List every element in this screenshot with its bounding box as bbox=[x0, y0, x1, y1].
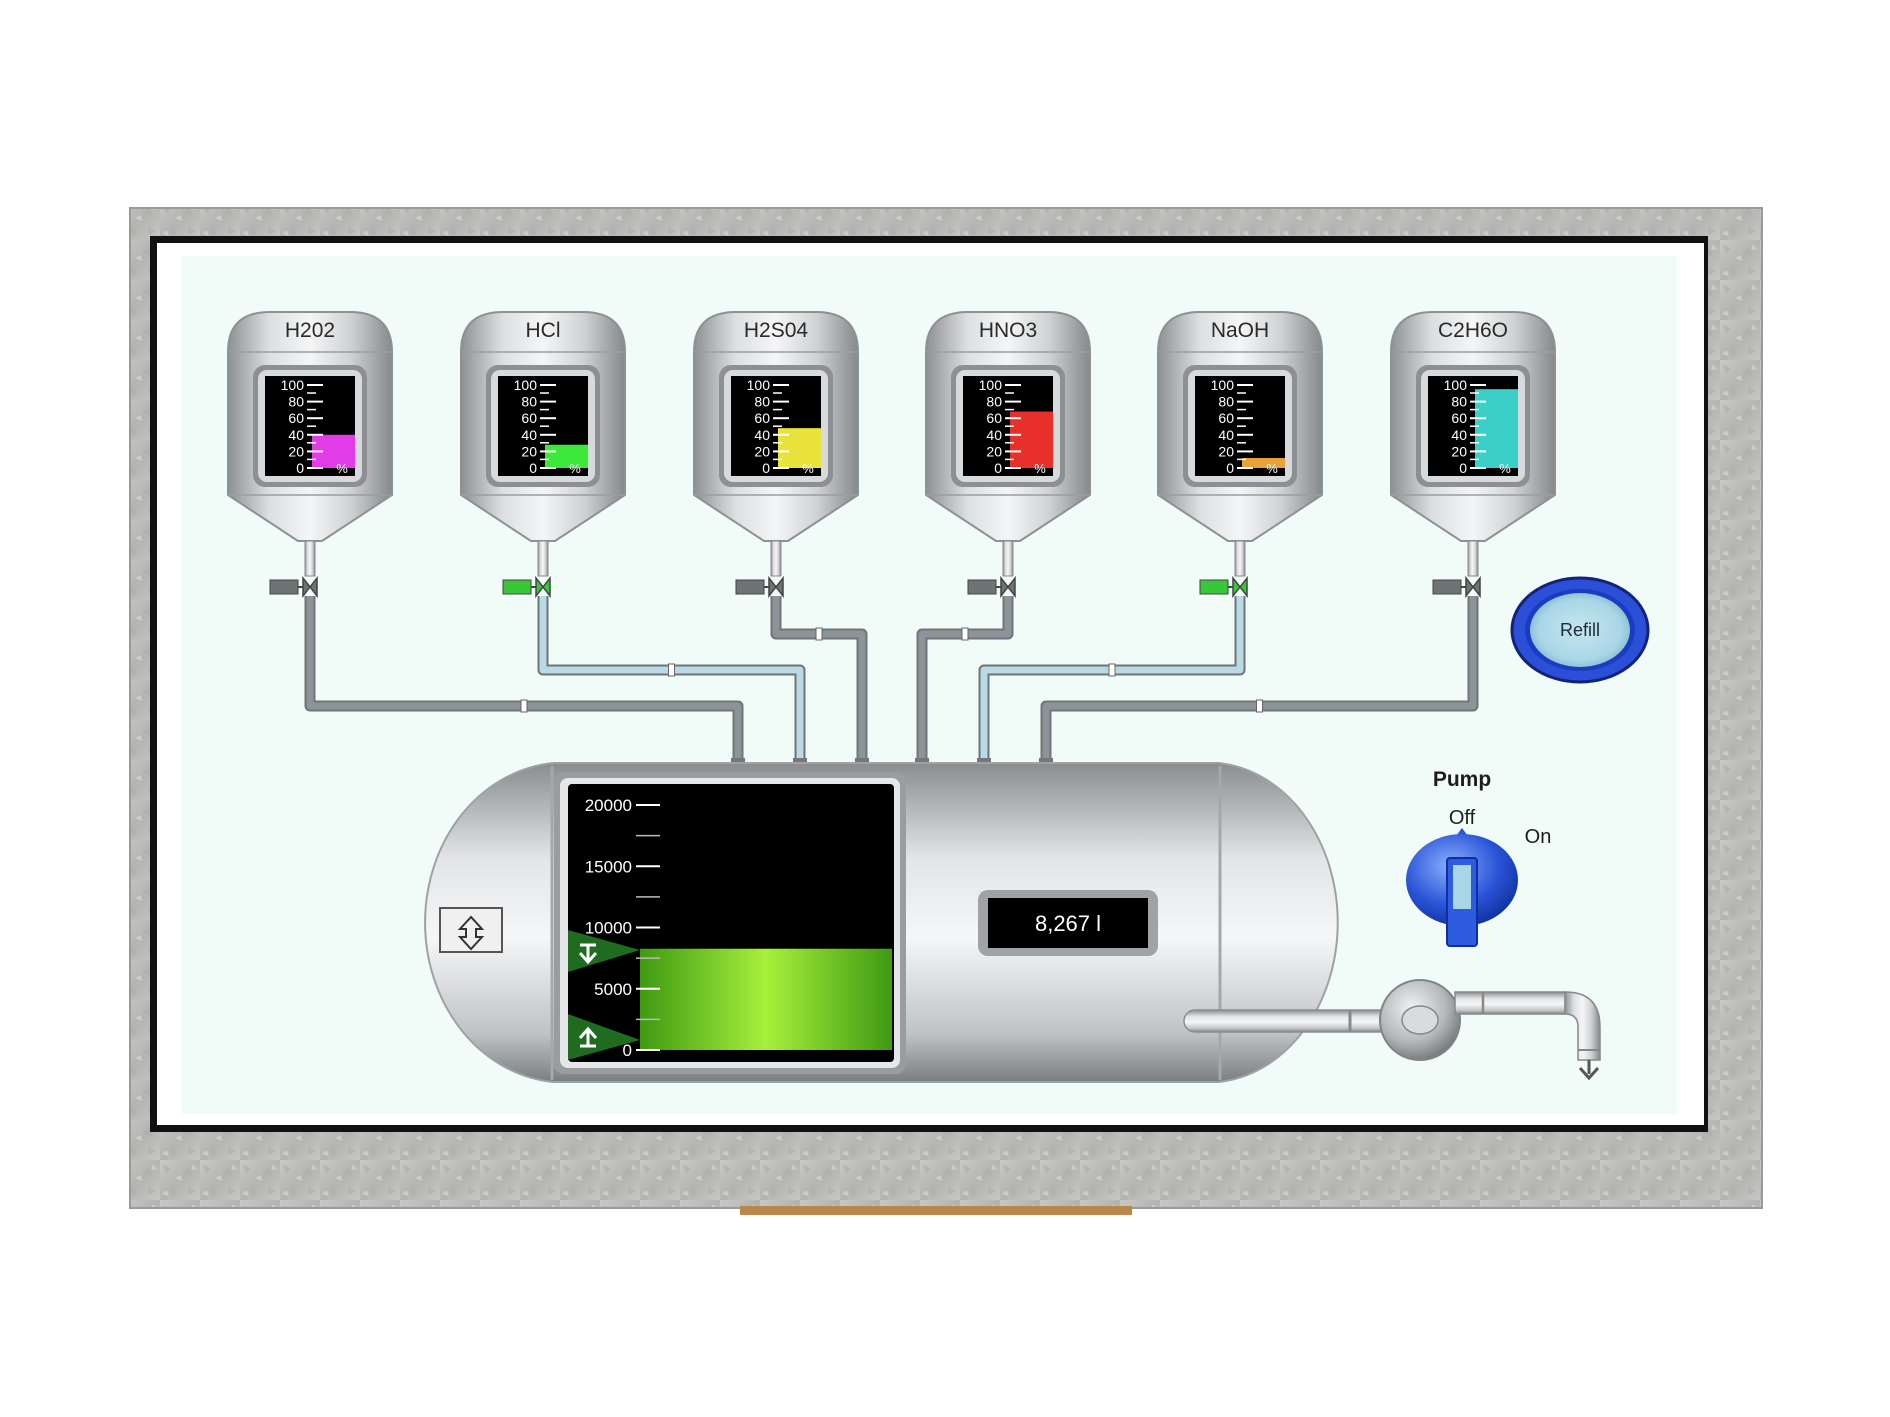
tank-scale-label: 0 bbox=[994, 460, 1002, 476]
tank-unit-label: % bbox=[1499, 461, 1511, 476]
main-scale-label: 5000 bbox=[594, 980, 632, 999]
tank-scale-label: 20 bbox=[288, 443, 304, 459]
tank-scale-label: 80 bbox=[986, 394, 1002, 410]
tank-scale-label: 40 bbox=[521, 427, 537, 443]
tank-scroll-button[interactable] bbox=[439, 907, 503, 953]
refill-button-label: Refill bbox=[1560, 620, 1600, 640]
tank-scale-label: 100 bbox=[979, 377, 1003, 393]
tank-scale-label: 0 bbox=[1459, 460, 1467, 476]
main-storage-tank: 20000 15000 10000 5000 0 8,267 l bbox=[424, 762, 1339, 1083]
tank-unit-label: % bbox=[1266, 461, 1278, 476]
tank-scale-label: 0 bbox=[529, 460, 537, 476]
tank-scale-label: 80 bbox=[754, 394, 770, 410]
tank-level-fill bbox=[1242, 458, 1285, 468]
tank-scale-label: 100 bbox=[514, 377, 538, 393]
pump-switch[interactable]: Pump Off On bbox=[1406, 768, 1552, 947]
valve-4[interactable] bbox=[967, 575, 1016, 599]
tank-scale-label: 80 bbox=[288, 394, 304, 410]
tank-scale-label: 20 bbox=[1451, 443, 1467, 459]
tank-unit-label: % bbox=[1034, 461, 1046, 476]
valve-1[interactable] bbox=[269, 575, 318, 599]
tank-scale-label: 80 bbox=[1218, 394, 1234, 410]
tank-scale-label: 60 bbox=[1451, 410, 1467, 426]
tank-label: H2S04 bbox=[744, 319, 809, 342]
low-setpoint-marker[interactable] bbox=[568, 1014, 640, 1060]
valve-6[interactable] bbox=[1432, 575, 1481, 599]
main-scale-label: 10000 bbox=[585, 919, 632, 938]
tank-scale-label: 0 bbox=[296, 460, 304, 476]
tank-scale-label: 20 bbox=[754, 443, 770, 459]
pump-outlet bbox=[1183, 979, 1601, 1081]
tank-scale-label: 60 bbox=[754, 410, 770, 426]
tank-scale-label: 40 bbox=[288, 427, 304, 443]
pipe-network bbox=[304, 596, 1479, 766]
tank-scale-label: 20 bbox=[521, 443, 537, 459]
tank-label: HCl bbox=[526, 319, 561, 342]
tank-scale-label: 60 bbox=[288, 410, 304, 426]
tank-label: NaOH bbox=[1211, 319, 1269, 342]
tank-unit-label: % bbox=[802, 461, 814, 476]
tank-label: H202 bbox=[285, 319, 335, 342]
valve-5[interactable] bbox=[1199, 575, 1248, 599]
tank-scale-label: 100 bbox=[281, 377, 305, 393]
tank-level-fill bbox=[1010, 411, 1053, 468]
tank-scale-label: 0 bbox=[762, 460, 770, 476]
flex-cable bbox=[740, 1206, 1132, 1215]
tank-scale-label: 40 bbox=[754, 427, 770, 443]
pump-on-label: On bbox=[1525, 826, 1552, 848]
tank-scale-label: 80 bbox=[521, 394, 537, 410]
outlet-arrow-icon bbox=[1578, 1060, 1600, 1081]
tank-scale-label: 80 bbox=[1451, 394, 1467, 410]
tank-unit-label: % bbox=[336, 461, 348, 476]
main-scale-label: 20000 bbox=[585, 796, 632, 815]
tank-scale-label: 60 bbox=[986, 410, 1002, 426]
pump-title: Pump bbox=[1433, 768, 1491, 791]
tank-scale-label: 0 bbox=[1226, 460, 1234, 476]
tank-scale-label: 100 bbox=[1211, 377, 1235, 393]
tank-scale-label: 60 bbox=[1218, 410, 1234, 426]
tank-scale-label: 60 bbox=[521, 410, 537, 426]
tank-scale-label: 40 bbox=[1451, 427, 1467, 443]
volume-readout: 8,267 l bbox=[1035, 911, 1101, 936]
high-setpoint-marker[interactable] bbox=[568, 930, 640, 972]
tank-label: HNO3 bbox=[979, 319, 1037, 342]
main-scale-label: 15000 bbox=[585, 857, 632, 876]
main-level-scale: 20000 15000 10000 5000 0 bbox=[585, 796, 660, 1060]
tank-scale-label: 100 bbox=[747, 377, 771, 393]
pump-off-label: Off bbox=[1449, 807, 1476, 829]
chemical-tanks: H202100806040200%HCl100806040200%H2S0410… bbox=[227, 311, 1556, 599]
valve-3[interactable] bbox=[735, 575, 784, 599]
tank-level-fill bbox=[545, 444, 588, 468]
valve-2[interactable] bbox=[502, 575, 551, 599]
tank-scale-label: 20 bbox=[1218, 443, 1234, 459]
tank-scale-label: 40 bbox=[986, 427, 1002, 443]
refill-button[interactable]: Refill bbox=[1510, 576, 1650, 684]
main-scale-label: 0 bbox=[623, 1041, 632, 1060]
tank-label: C2H6O bbox=[1438, 319, 1508, 342]
main-level-fill bbox=[640, 948, 892, 1050]
tank-scale-label: 100 bbox=[1444, 377, 1468, 393]
tank-unit-label: % bbox=[569, 461, 581, 476]
tank-scale-label: 40 bbox=[1218, 427, 1234, 443]
tank-scale-label: 20 bbox=[986, 443, 1002, 459]
